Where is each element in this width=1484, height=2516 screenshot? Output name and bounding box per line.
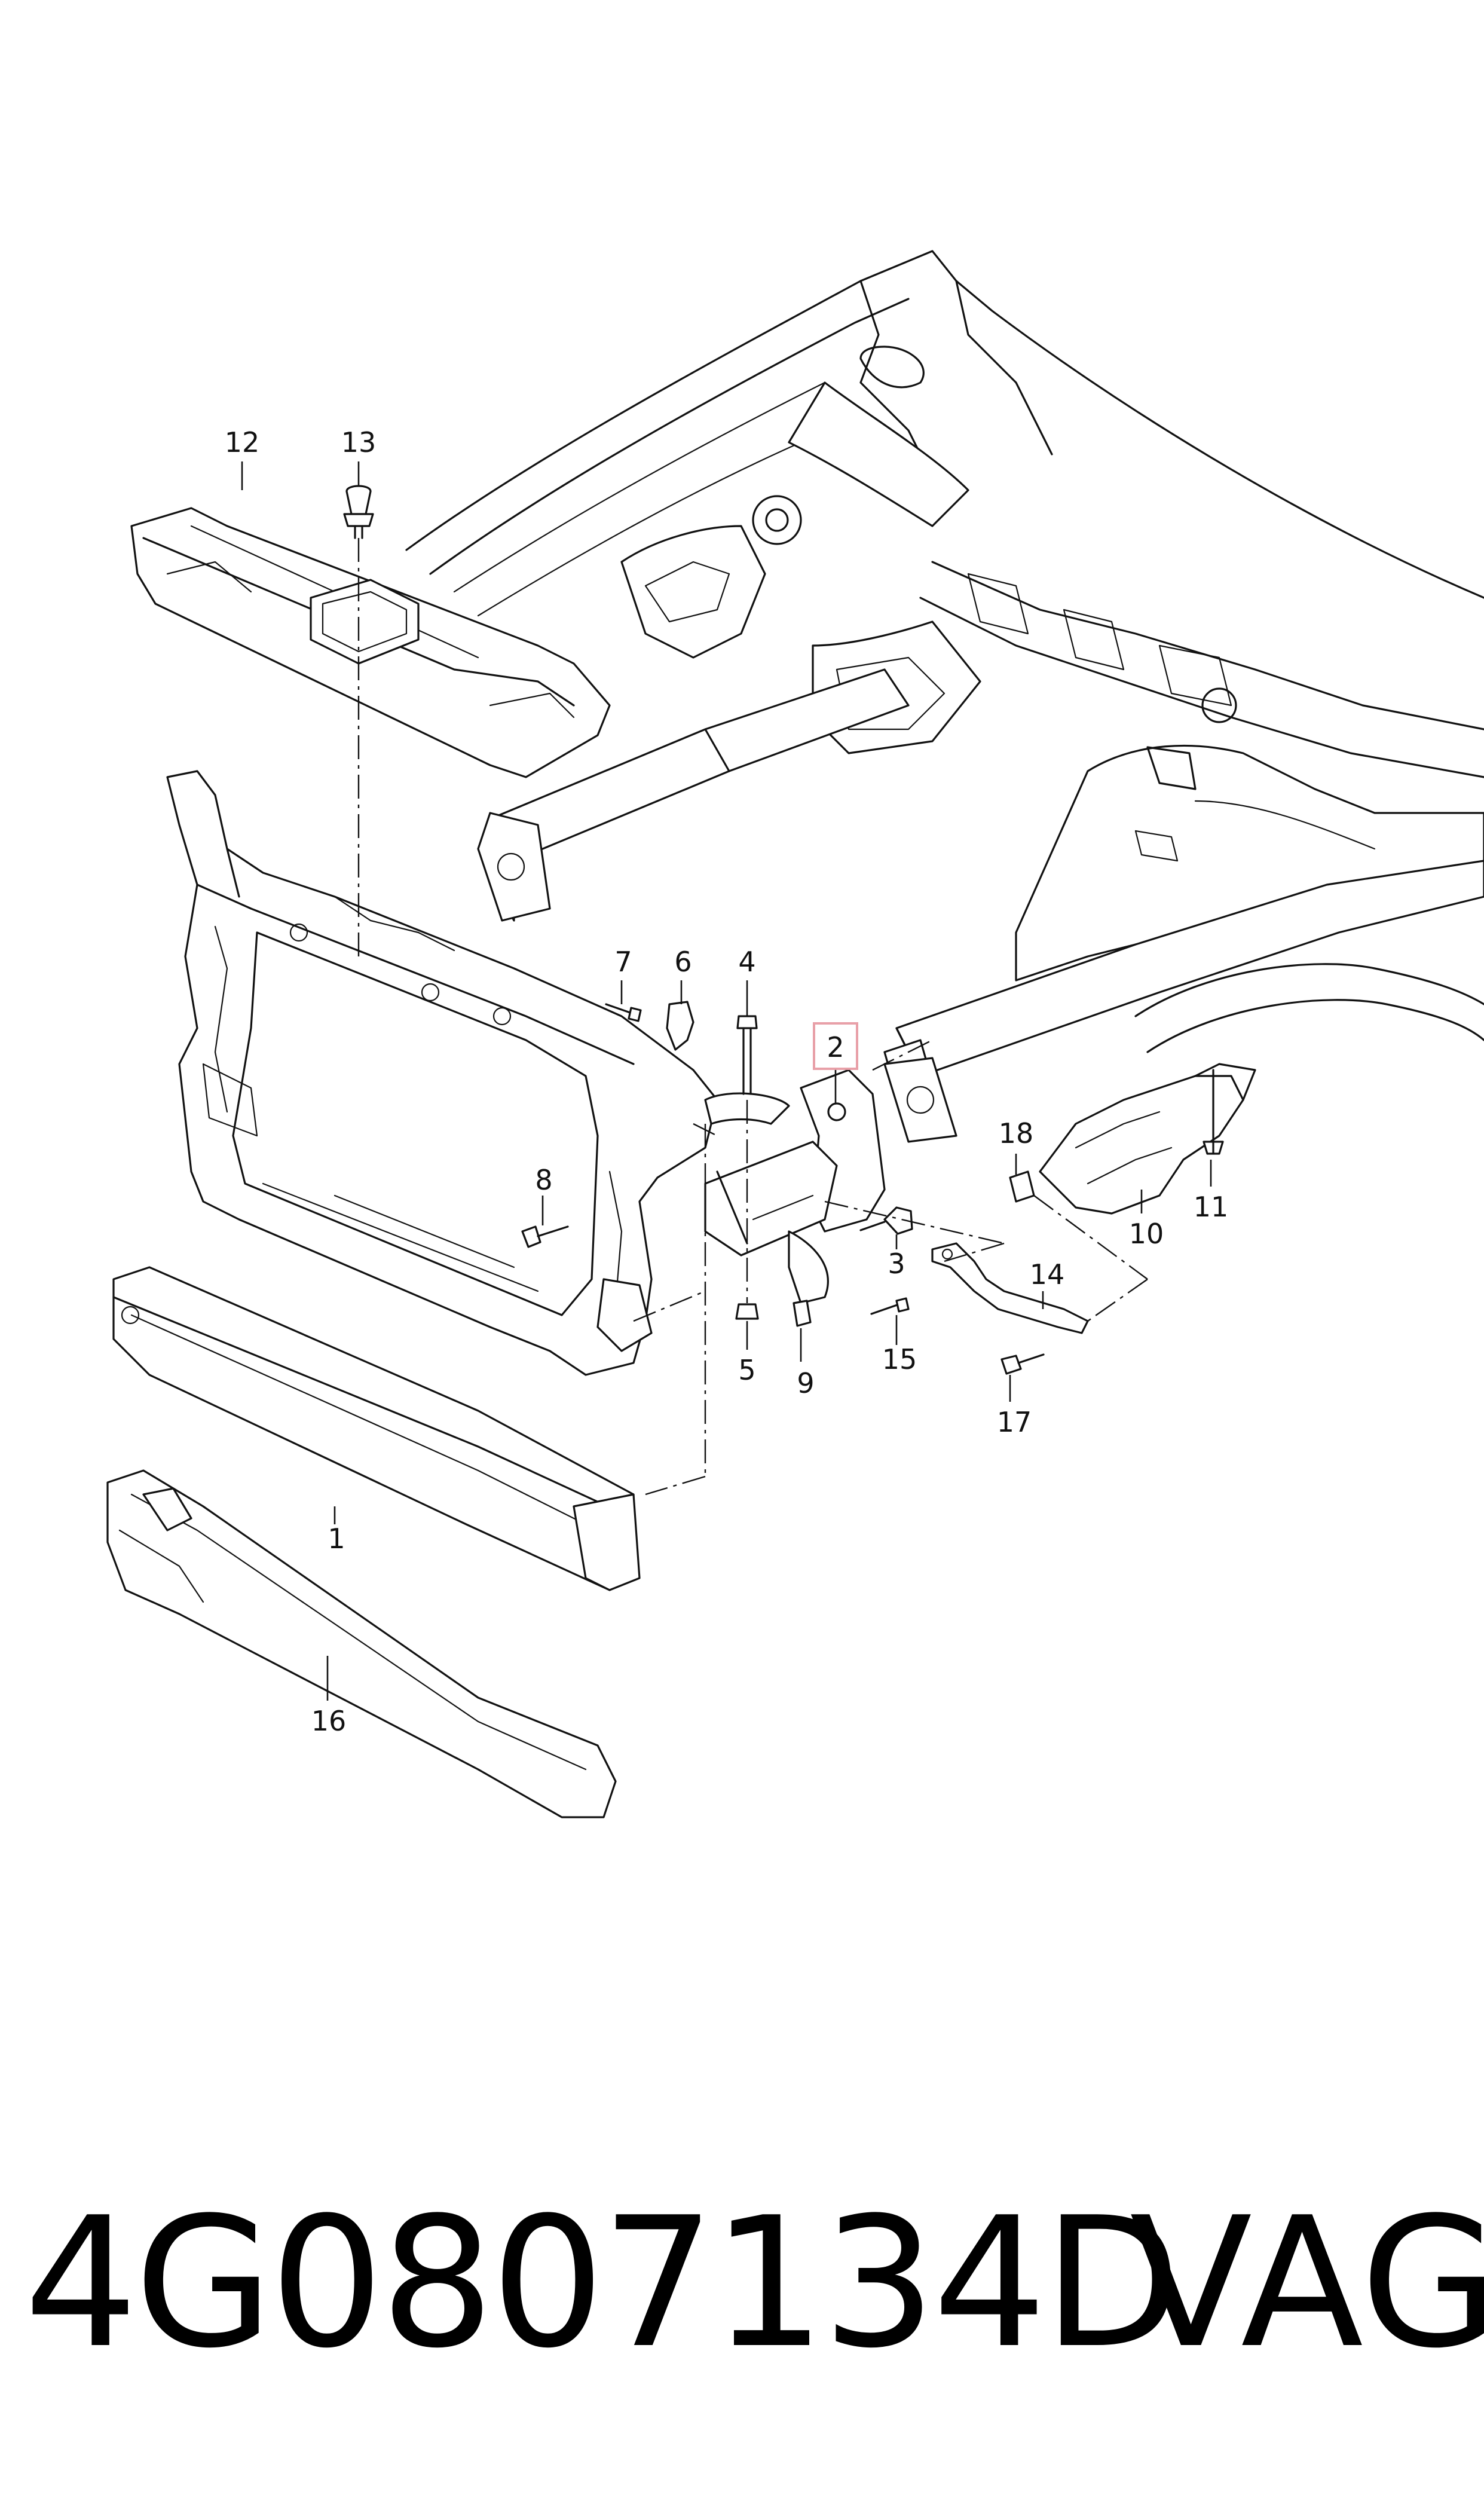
callout-18: 18 [999, 1117, 1034, 1150]
callout-10: 10 [1129, 1218, 1164, 1250]
callout-4: 4 [738, 946, 755, 978]
part-5-nut [735, 1303, 759, 1320]
part-14-support-strut [931, 1242, 1089, 1334]
part-4-bolt [736, 1015, 758, 1095]
assembly-guide-lines [357, 538, 1148, 1496]
callout-3: 3 [888, 1248, 905, 1280]
callout-13: 13 [341, 426, 377, 458]
callout-6: 6 [674, 946, 691, 978]
callout-1: 1 [328, 1523, 345, 1555]
part-9-clip [793, 1300, 812, 1327]
callout-9: 9 [797, 1367, 814, 1399]
callout-labels: 12 13 2 4 6 7 8 5 9 3 10 11 18 14 15 17 … [225, 426, 1229, 1737]
callout-leader-lines [241, 461, 1212, 1701]
part-7-pin [605, 1003, 642, 1022]
callout-16: 16 [311, 1705, 347, 1737]
vehicle-body-structure [405, 250, 1484, 1143]
highlight-box-callout-2 [813, 1022, 858, 1070]
part-2-bracket [704, 1069, 886, 1304]
part-3-bolt [859, 1206, 913, 1235]
part-number-text: 4G0807134D [24, 2179, 1181, 2387]
callout-7: 7 [614, 946, 632, 978]
footer-caption: 4G0807134D VAG [24, 2179, 1484, 2387]
part-13-clip [343, 485, 374, 539]
lock-carrier-frame [166, 770, 718, 1376]
callout-14: 14 [1030, 1258, 1065, 1291]
part-16-impact-absorber [106, 1469, 617, 1818]
part-10-side-bracket [1039, 1063, 1256, 1215]
part-6-clip [666, 1001, 694, 1051]
brand-text: VAG [1130, 2179, 1484, 2387]
parts-exploded-diagram: 12 13 2 4 6 7 8 5 9 3 10 11 18 14 15 17 … [106, 250, 1484, 1818]
part-1-bumper-carrier [112, 1266, 641, 1591]
callout-11: 11 [1194, 1191, 1229, 1223]
callout-2: 2 [827, 1031, 844, 1063]
part-17-screw [1000, 1353, 1045, 1375]
part-18-clip-nut [1009, 1170, 1035, 1203]
part-15-pin [870, 1297, 910, 1315]
part-12-air-duct [130, 507, 611, 778]
callout-15: 15 [882, 1343, 917, 1375]
callout-12: 12 [225, 426, 260, 458]
part-11-bolt [1203, 1069, 1224, 1155]
callout-5: 5 [738, 1354, 755, 1386]
callout-17: 17 [997, 1406, 1032, 1438]
part-8-bolt [521, 1225, 569, 1248]
callout-8: 8 [535, 1164, 552, 1196]
